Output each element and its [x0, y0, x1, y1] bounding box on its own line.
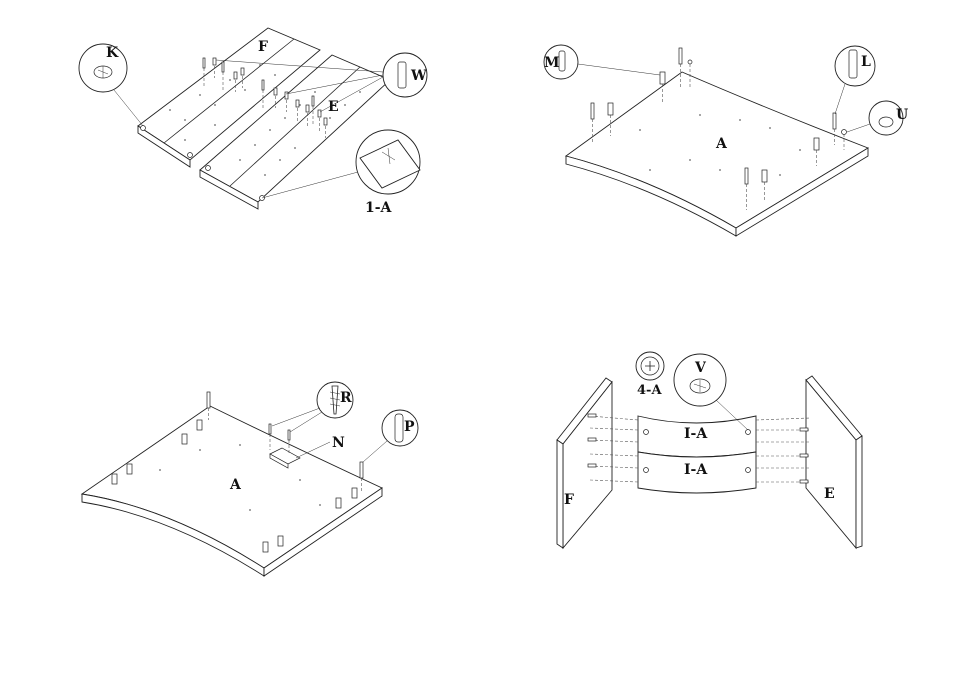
- callout-p: P: [363, 410, 418, 462]
- label-a: A: [229, 477, 242, 493]
- step4-diagram: 4-A V I-A I-A F E: [557, 352, 862, 548]
- label-v: V: [694, 360, 707, 376]
- label-ia-bottom: I-A: [684, 462, 708, 478]
- label-4a: 4-A: [637, 383, 662, 398]
- cam-lock: [188, 153, 193, 158]
- label-f: F: [258, 39, 268, 55]
- step3-diagram: R P N A: [82, 382, 418, 576]
- label-e: E: [328, 99, 339, 115]
- callout-k: K: [79, 44, 143, 126]
- cam-lock: [644, 468, 649, 473]
- callout-u: U: [847, 101, 908, 135]
- cam-lock: [141, 126, 146, 131]
- label-n: N: [332, 435, 345, 451]
- label-1a: 1-A: [365, 200, 393, 216]
- label-ia-top: I-A: [684, 426, 708, 442]
- panel-e: [806, 376, 862, 548]
- callout-r: R: [272, 382, 353, 432]
- panel-a: [566, 72, 868, 236]
- step2-diagram: M L U A: [544, 45, 908, 236]
- callout-l: L: [835, 46, 875, 114]
- cam-lock: [746, 430, 751, 435]
- cam-lock: [206, 166, 211, 171]
- label-a: A: [715, 136, 728, 152]
- label-w: W: [410, 68, 427, 84]
- label-l: L: [861, 54, 871, 70]
- label-u: U: [896, 107, 908, 123]
- label-k: K: [106, 45, 119, 61]
- label-e: E: [824, 486, 835, 502]
- label-f: F: [564, 492, 574, 508]
- cam-lock: [644, 430, 649, 435]
- callout-v: V: [674, 354, 748, 430]
- label-m: M: [544, 55, 560, 71]
- panel-f: [557, 378, 612, 548]
- callout-m: M: [544, 45, 660, 79]
- callout-4a: 4-A: [636, 352, 664, 398]
- cam-lock: [746, 468, 751, 473]
- step1-diagram: K W F E 1-A: [79, 28, 427, 216]
- label-p: P: [404, 419, 415, 435]
- label-r: R: [340, 390, 352, 406]
